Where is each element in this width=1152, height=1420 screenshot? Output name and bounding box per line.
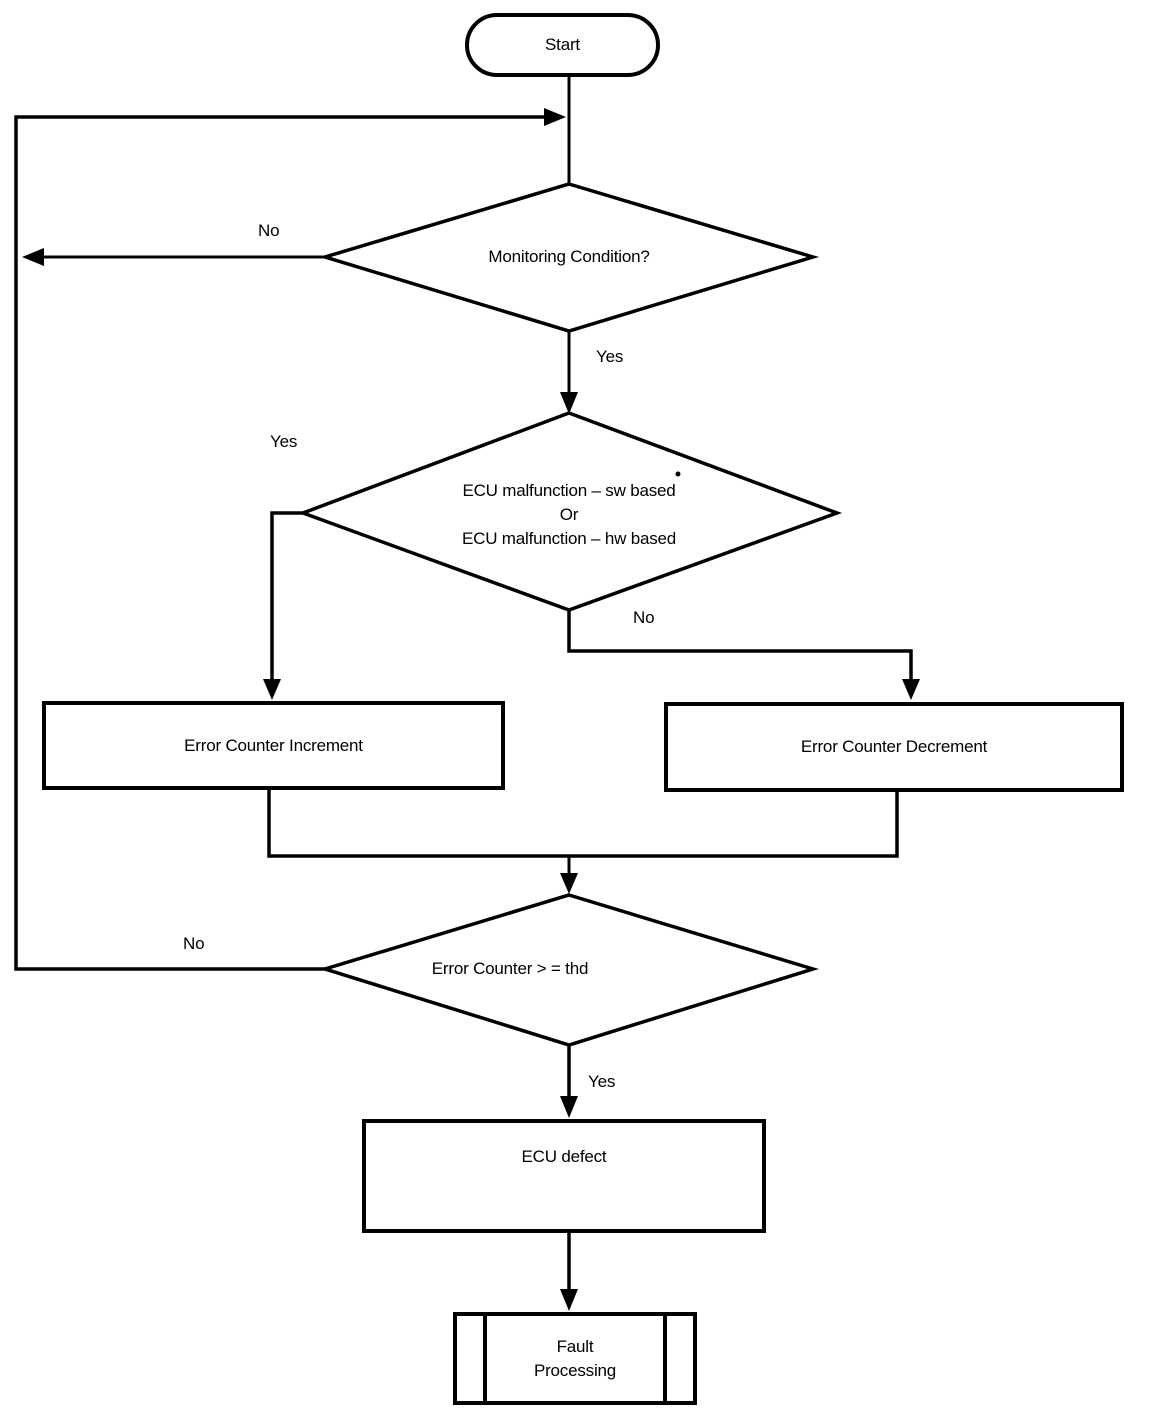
error-counter-threshold-label: Error Counter > = thd — [431, 959, 589, 978]
error-counter-increment-box: Error Counter Increment — [42, 701, 505, 790]
label-threshold-yes: Yes — [588, 1072, 616, 1091]
connector-malfunction-no — [567, 610, 913, 681]
arrowhead-threshold-yes — [560, 1096, 578, 1118]
label-malfunction-yes: Yes — [270, 432, 298, 451]
fault-processing-box: Fault Processing — [453, 1312, 697, 1405]
stray-dot — [675, 471, 681, 477]
ecu-malfunction-diamond — [297, 411, 843, 612]
fault-processing-left-bar — [483, 1316, 487, 1401]
monitoring-condition-label: Monitoring Condition? — [488, 247, 650, 266]
fault-processing-right-bar — [663, 1316, 667, 1401]
label-threshold-no: No — [183, 934, 205, 953]
monitoring-condition-diamond — [318, 182, 820, 333]
start-node: Start — [465, 13, 660, 77]
arrowhead-malfunction-yes — [263, 679, 281, 700]
start-label: Start — [545, 35, 580, 54]
connector-malfunction-yes — [270, 511, 303, 681]
label-monitoring-no: No — [258, 221, 280, 240]
arrowhead-malfunction-no — [902, 679, 920, 700]
error-counter-decrement-box: Error Counter Decrement — [664, 702, 1124, 792]
arrowhead-defect-to-fault — [560, 1289, 578, 1311]
arrowhead-merge-to-threshold — [560, 873, 578, 894]
arrowhead-monitoring-no — [22, 248, 44, 266]
ecu-defect-box: ECU defect — [362, 1119, 766, 1233]
ecu-malfunction-label: ECU malfunction – sw based Or ECU malfun… — [461, 481, 677, 548]
label-malfunction-no: No — [633, 608, 655, 627]
connector-threshold-no-loop — [14, 115, 546, 971]
label-monitoring-yes: Yes — [596, 347, 624, 366]
connector-merge — [267, 790, 899, 858]
arrowhead-loop-into-spine — [544, 108, 566, 126]
arrowhead-monitoring-yes — [560, 392, 578, 414]
error-counter-threshold-diamond — [319, 893, 819, 1047]
